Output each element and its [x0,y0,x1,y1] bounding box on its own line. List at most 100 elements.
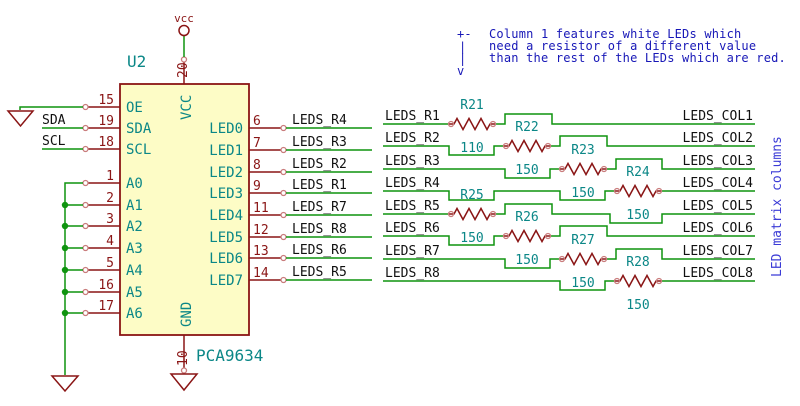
address-bus-to-ground[interactable] [50,182,83,393]
oe-ground-branch[interactable] [6,106,83,128]
resistor-value[interactable]: 110 [460,141,483,156]
pin-number[interactable]: 19 [98,114,114,129]
net-label[interactable]: LEDS_R5 [292,265,347,280]
net-label[interactable]: LEDS_COL8 [683,266,753,281]
ic-symbol-u2[interactable]: U2 PCA9634 15 19 18 1 2 3 4 5 16 17 [82,52,287,374]
ic-body[interactable] [119,83,250,336]
net-label[interactable]: LEDS_COL2 [683,131,753,146]
pin-name[interactable]: A4 [126,263,143,279]
resistor-ref[interactable]: R27 [571,233,594,248]
resistor-r28[interactable] [613,273,663,289]
pin-number[interactable]: 10 [176,350,191,366]
net-label[interactable]: LEDS_COL4 [683,176,754,191]
scl-net[interactable]: SCL [42,134,83,150]
net-label[interactable]: LEDS_COL3 [683,154,753,169]
pin-name[interactable]: LED4 [209,208,243,224]
row5-wire[interactable] [383,203,755,224]
pin-name[interactable]: A6 [126,306,143,322]
net-label[interactable]: LEDS_R8 [385,266,440,281]
pin-name[interactable]: A5 [126,285,143,301]
net-label[interactable]: LEDS_COL5 [683,199,753,214]
row4-wire[interactable] [383,190,755,201]
pin-name[interactable]: LED1 [209,143,243,159]
resistor-value[interactable]: 150 [515,163,538,178]
net-label[interactable]: LEDS_R7 [385,244,440,259]
pin-name[interactable]: LED7 [209,273,243,289]
sda-net[interactable]: SDA [42,113,83,129]
net-label[interactable]: LEDS_R3 [292,135,347,150]
pin-name[interactable]: LED0 [209,121,243,137]
pin-name[interactable]: A3 [126,241,143,257]
note-line-2[interactable]: need a resistor of a different value [489,39,756,53]
note-line-3[interactable]: than the rest of the LEDs which are red. [489,51,786,65]
pin-number[interactable]: 7 [253,136,261,151]
ic-reference[interactable]: U2 [127,52,146,71]
resistor-r21[interactable] [447,116,497,132]
row7-wire[interactable] [383,248,755,269]
resistor-ref[interactable]: R28 [626,255,649,270]
pin-name[interactable]: A0 [126,176,143,192]
net-label[interactable]: LEDS_R2 [292,157,347,172]
net-label[interactable]: LEDS_COL7 [683,244,753,259]
net-label[interactable]: LEDS_R3 [385,154,440,169]
resistor-r25[interactable] [447,206,497,222]
net-label-scl[interactable]: SCL [42,134,66,149]
gnd-symbol-bottom-ic[interactable] [169,373,199,392]
net-label[interactable]: LEDS_R4 [385,176,440,191]
vcc-power-symbol[interactable]: vcc [174,12,194,57]
pin-number[interactable]: 13 [253,244,269,259]
net-label[interactable]: LEDS_R7 [292,200,347,215]
row3-wire[interactable] [383,158,755,179]
resistor-value[interactable]: 150 [515,253,538,268]
pin-number[interactable]: 1 [106,169,114,184]
pin-number[interactable]: 5 [106,256,114,271]
pin-name[interactable]: GND [179,302,195,327]
resistor-value[interactable]: 150 [571,276,594,291]
net-label[interactable]: LEDS_R1 [385,109,440,124]
led-net-wires[interactable] [286,127,372,281]
resistor-ref[interactable]: R22 [515,120,538,135]
pin-name[interactable]: LED6 [209,251,243,267]
led-pin-net-wires[interactable]: LEDS_R4 LEDS_R3 LEDS_R2 LEDS_R1 LEDS_R7 … [286,113,372,281]
pin-name[interactable]: SCL [126,142,151,158]
resistor-network[interactable]: R21 R22 R23 R24 R25 R26 R27 R28 110 150 … [383,98,755,313]
resistor-ref[interactable]: R24 [626,165,650,180]
resistor-r27[interactable] [558,251,608,267]
pin-number[interactable]: 8 [253,158,261,173]
pin-name[interactable]: A2 [126,219,143,235]
resistor-value[interactable]: 150 [571,186,594,201]
ic-part-number[interactable]: PCA9634 [196,346,263,365]
resistor-value[interactable]: 150 [626,298,649,313]
resistor-r26[interactable] [502,228,552,244]
resistor-value[interactable]: 150 [460,231,483,246]
pin-number[interactable]: 11 [253,201,269,216]
net-label[interactable]: LEDS_R6 [385,221,440,236]
row2-wire[interactable] [383,135,755,156]
pin-number[interactable]: 2 [106,191,114,206]
row8-wire[interactable] [383,280,755,291]
pin-number[interactable]: 3 [106,212,114,227]
pin-number[interactable]: 6 [253,114,261,129]
vcc-label[interactable]: vcc [174,12,194,25]
pin-number[interactable]: 15 [98,93,114,108]
pin-name[interactable]: A1 [126,198,143,214]
resistor-ref[interactable]: R26 [515,210,538,225]
net-label[interactable]: LEDS_R6 [292,243,347,258]
resistor-r22[interactable] [502,138,552,154]
address-bus-wire[interactable] [64,182,83,375]
pin-number[interactable]: 14 [253,266,269,281]
side-note-led-matrix-columns[interactable]: LED matrix columns [770,136,785,277]
resistor-ref[interactable]: R23 [571,143,594,158]
resistor-value[interactable]: 150 [626,208,649,223]
pin-number[interactable]: 20 [176,62,191,78]
resistor-r23[interactable] [558,161,608,177]
net-label[interactable]: LEDS_R2 [385,131,440,146]
pin-number[interactable]: 18 [98,135,114,150]
resistor-ref[interactable]: R21 [460,98,483,113]
net-label[interactable]: LEDS_R8 [292,222,347,237]
net-label[interactable]: LEDS_R5 [385,199,440,214]
note-line-1[interactable]: Column 1 features white LEDs which [489,27,741,41]
pin-name[interactable]: SDA [126,121,152,137]
net-label[interactable]: LEDS_R1 [292,178,347,193]
row1-wire[interactable] [383,113,755,125]
